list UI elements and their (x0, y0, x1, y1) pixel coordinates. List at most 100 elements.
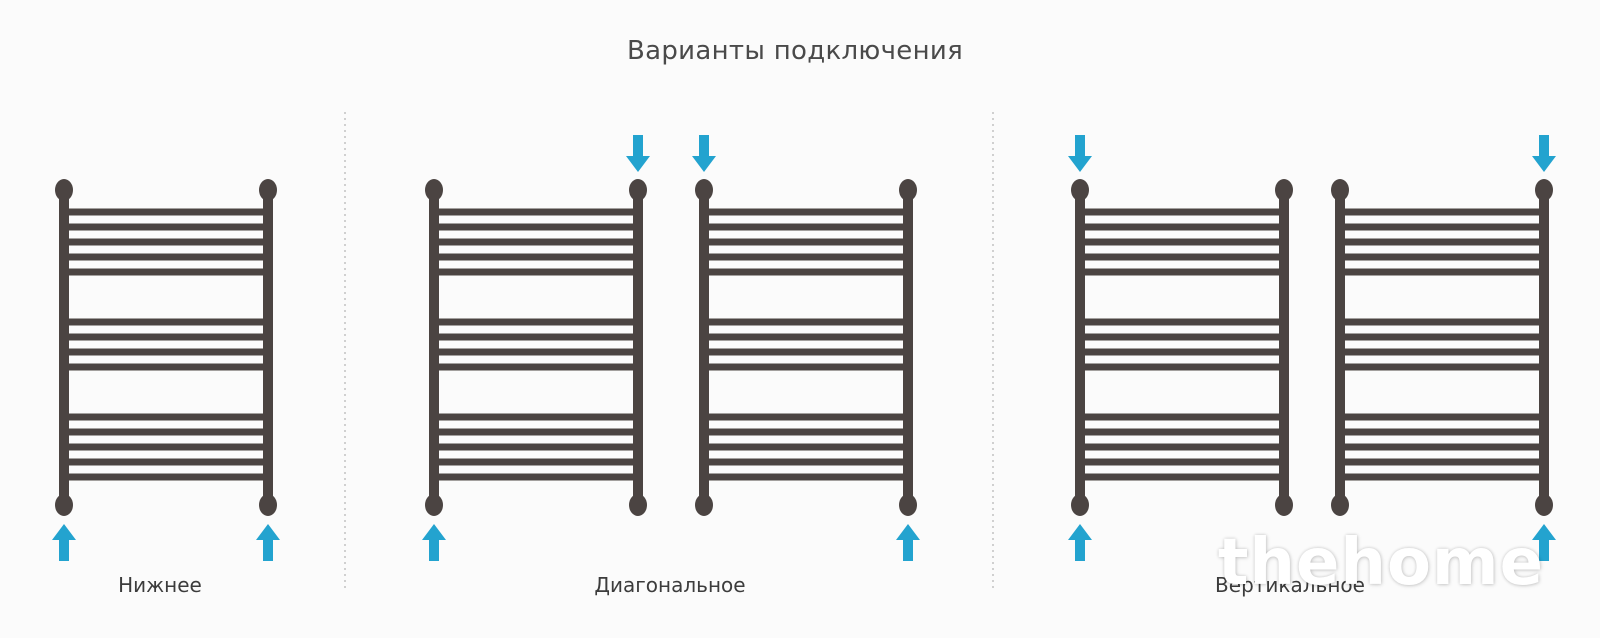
rail-bar (64, 253, 268, 261)
rail-bar (1080, 473, 1284, 481)
rail-post-cap (899, 494, 917, 516)
arrow-shape (692, 135, 716, 172)
group-label: Вертикальное (1215, 573, 1365, 597)
towel-rail-icon (695, 179, 917, 516)
group-label: Нижнее (118, 573, 202, 597)
rail-bar (1080, 363, 1284, 371)
arrow-up-icon (256, 524, 280, 561)
rail-bar (64, 428, 268, 436)
arrow-down-icon (1068, 135, 1092, 172)
rail-bar (704, 413, 908, 421)
rail-bar (64, 268, 268, 276)
rail-post-cap (1071, 179, 1089, 201)
rail-post-cap (259, 179, 277, 201)
rail-post (1335, 190, 1345, 505)
rail-bar (64, 223, 268, 231)
rail-bar (704, 443, 908, 451)
arrow-shape (256, 524, 280, 561)
arrow-down-icon (626, 135, 650, 172)
rail-bar (434, 473, 638, 481)
rail-bar (704, 208, 908, 216)
rail-post-cap (1071, 494, 1089, 516)
rail-bar (434, 458, 638, 466)
rail-bar (1340, 318, 1544, 326)
rail-bar (704, 268, 908, 276)
arrow-down-icon (692, 135, 716, 172)
rail-bar (64, 363, 268, 371)
rail-bar (434, 253, 638, 261)
rail-bar (1340, 223, 1544, 231)
towel-rail-icon (425, 179, 647, 516)
rail-bar (1080, 268, 1284, 276)
rail-bar (1340, 208, 1544, 216)
rail-post-cap (1275, 494, 1293, 516)
rail-bar (434, 223, 638, 231)
page-title: Варианты подключения (626, 36, 964, 66)
rail-bar (64, 208, 268, 216)
rail-bar (704, 458, 908, 466)
rail-bar (704, 318, 908, 326)
rail-bar (1340, 443, 1544, 451)
rail-bar (1080, 238, 1284, 246)
rail-bar (64, 443, 268, 451)
rail-bar (434, 348, 638, 356)
rail-bar (704, 223, 908, 231)
rail-bar (64, 473, 268, 481)
arrow-down-icon (1532, 135, 1556, 172)
rail-bar (1080, 333, 1284, 341)
rail-post-cap (425, 179, 443, 201)
rail-bar (704, 428, 908, 436)
rail-post (1539, 190, 1549, 505)
rail-bar (1340, 268, 1544, 276)
rail-post-cap (695, 179, 713, 201)
rail-bar (1080, 253, 1284, 261)
rail-post (1075, 190, 1085, 505)
rail-bar (64, 458, 268, 466)
rail-post-cap (55, 179, 73, 201)
arrow-shape (626, 135, 650, 172)
rail-bar (434, 318, 638, 326)
rail-bar (1080, 348, 1284, 356)
rail-bar (1080, 428, 1284, 436)
rail-bar (434, 208, 638, 216)
rail-bar (1340, 238, 1544, 246)
rail-bar (1340, 253, 1544, 261)
towel-rail-icon (55, 179, 277, 516)
rail-post-cap (425, 494, 443, 516)
rail-bar (1080, 443, 1284, 451)
rail-bar (64, 413, 268, 421)
arrow-up-icon (1068, 524, 1092, 561)
arrow-up-icon (1532, 524, 1556, 561)
rail-bar (1340, 458, 1544, 466)
arrow-up-icon (896, 524, 920, 561)
rail-bar (704, 238, 908, 246)
rail-bar (1340, 333, 1544, 341)
rail-bar (434, 363, 638, 371)
rail-post-cap (1331, 494, 1349, 516)
rail-bar (64, 318, 268, 326)
arrow-shape (1532, 524, 1556, 561)
rail-bar (704, 253, 908, 261)
rail-bar (434, 238, 638, 246)
rail-bar (1340, 413, 1544, 421)
arrow-shape (896, 524, 920, 561)
rail-bar (704, 473, 908, 481)
rail-bar (1340, 363, 1544, 371)
rail-bar (1080, 458, 1284, 466)
rail-post (429, 190, 439, 505)
rail-bar (1080, 318, 1284, 326)
rail-bar (434, 443, 638, 451)
rail-bar (64, 238, 268, 246)
rail-bar (434, 428, 638, 436)
arrow-shape (1068, 135, 1092, 172)
rail-bar (1340, 428, 1544, 436)
towel-rail-icon (1071, 179, 1293, 516)
rail-bar (1080, 223, 1284, 231)
towel-rail-icon (1331, 179, 1553, 516)
rail-post-cap (629, 494, 647, 516)
rail-post-cap (1535, 179, 1553, 201)
rail-post (59, 190, 69, 505)
rail-bar (704, 348, 908, 356)
rail-bar (704, 363, 908, 371)
